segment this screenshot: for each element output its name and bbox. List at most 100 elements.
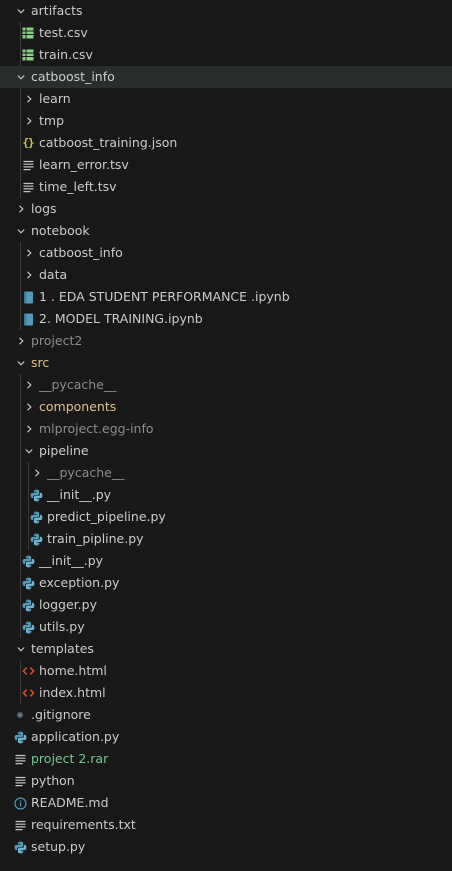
indent-guide [20, 88, 21, 110]
chevron-right-icon[interactable] [22, 264, 36, 286]
tree-folder-row[interactable]: components [0, 396, 452, 418]
indent-guide [28, 528, 29, 550]
indent-guide [20, 154, 21, 176]
chevron-down-icon[interactable] [14, 638, 28, 660]
file-name: .gitignore [31, 707, 91, 722]
tree-file-row[interactable]: {} catboost_training.json [0, 132, 452, 154]
tree-file-row[interactable]: python [0, 770, 452, 792]
tree-folder-row[interactable]: artifacts [0, 0, 452, 22]
file-name: predict_pipeline.py [47, 509, 166, 524]
tree-file-row[interactable]: __init__.py [0, 484, 452, 506]
chevron-down-icon[interactable] [22, 440, 36, 462]
gitignore-file-icon [13, 704, 27, 726]
python-file-icon [21, 594, 35, 616]
folder-name: project2 [31, 333, 83, 348]
tree-folder-row[interactable]: notebook [0, 220, 452, 242]
indent-guide [20, 506, 21, 528]
chevron-right-icon[interactable] [14, 198, 28, 220]
tree-folder-row[interactable]: templates [0, 638, 452, 660]
tree-file-row[interactable]: test.csv [0, 22, 452, 44]
indent-guide [20, 572, 21, 594]
file-name: catboost_training.json [39, 135, 178, 150]
file-name: 1 . EDA STUDENT PERFORMANCE .ipynb [39, 289, 290, 304]
file-name: __init__.py [39, 553, 104, 568]
file-name: train_pipline.py [47, 531, 144, 546]
tree-file-row[interactable]: home.html [0, 660, 452, 682]
tree-file-row[interactable]: .gitignore [0, 704, 452, 726]
json-file-icon: {} [22, 136, 34, 149]
chevron-right-icon[interactable] [22, 88, 36, 110]
tree-file-row[interactable]: application.py [0, 726, 452, 748]
tree-file-row[interactable]: setup.py [0, 836, 452, 858]
chevron-right-icon[interactable] [22, 418, 36, 440]
chevron-right-icon[interactable] [14, 330, 28, 352]
chevron-right-icon[interactable] [22, 110, 36, 132]
tree-folder-row[interactable]: __pycache__ [0, 462, 452, 484]
chevron-down-icon[interactable] [14, 352, 28, 374]
tree-file-row[interactable]: __init__.py [0, 550, 452, 572]
tree-folder-row[interactable]: logs [0, 198, 452, 220]
tree-file-row[interactable]: train_pipline.py [0, 528, 452, 550]
indent-guide [20, 550, 21, 572]
tree-folder-row[interactable]: learn [0, 88, 452, 110]
csv-file-icon [21, 22, 35, 44]
chevron-right-icon[interactable] [30, 462, 44, 484]
indent-guide [20, 594, 21, 616]
tree-folder-row[interactable]: data [0, 264, 452, 286]
indent-guide [20, 440, 21, 462]
readme-info-icon [13, 792, 27, 814]
indent-guide [20, 44, 21, 66]
tree-file-row[interactable]: logger.py [0, 594, 452, 616]
tree-file-row[interactable]: README.md [0, 792, 452, 814]
tree-file-row[interactable]: train.csv [0, 44, 452, 66]
indent-guide [20, 462, 21, 484]
text-file-icon [21, 176, 35, 198]
folder-name: notebook [31, 223, 90, 238]
chevron-right-icon[interactable] [22, 242, 36, 264]
tree-file-row[interactable]: 1 . EDA STUDENT PERFORMANCE .ipynb [0, 286, 452, 308]
tree-file-row[interactable]: utils.py [0, 616, 452, 638]
tree-file-row[interactable]: predict_pipeline.py [0, 506, 452, 528]
tree-folder-row[interactable]: mlproject.egg-info [0, 418, 452, 440]
tree-folder-row[interactable]: catboost_info [0, 66, 452, 88]
chevron-down-icon[interactable] [14, 0, 28, 22]
python-file-icon [21, 550, 35, 572]
tree-folder-row[interactable]: tmp [0, 110, 452, 132]
chevron-down-icon[interactable] [14, 220, 28, 242]
tree-file-row[interactable]: 2. MODEL TRAINING.ipynb [0, 308, 452, 330]
python-file-icon [29, 484, 43, 506]
tree-folder-row[interactable]: __pycache__ [0, 374, 452, 396]
tree-file-row[interactable]: project 2.rar [0, 748, 452, 770]
tree-file-row[interactable]: time_left.tsv [0, 176, 452, 198]
tree-folder-row[interactable]: catboost_info [0, 242, 452, 264]
folder-name: src [31, 355, 50, 370]
tree-folder-row[interactable]: src [0, 352, 452, 374]
file-name: index.html [39, 685, 106, 700]
folder-name: templates [31, 641, 94, 656]
tree-file-row[interactable]: exception.py [0, 572, 452, 594]
file-name: project 2.rar [31, 751, 109, 766]
tree-file-row[interactable]: requirements.txt [0, 814, 452, 836]
tree-file-row[interactable]: learn_error.tsv [0, 154, 452, 176]
folder-name: components [39, 399, 117, 414]
tree-folder-row[interactable]: project2 [0, 330, 452, 352]
folder-name: mlproject.egg-info [39, 421, 154, 436]
tree-file-row[interactable]: index.html [0, 682, 452, 704]
folder-name: pipeline [39, 443, 89, 458]
file-name: exception.py [39, 575, 120, 590]
folder-name: __pycache__ [47, 465, 125, 480]
folder-name: __pycache__ [39, 377, 117, 392]
chevron-down-icon[interactable] [14, 66, 28, 88]
file-name: setup.py [31, 839, 86, 854]
chevron-right-icon[interactable] [22, 374, 36, 396]
indent-guide [20, 308, 21, 330]
tree-folder-row[interactable]: pipeline [0, 440, 452, 462]
python-file-icon [21, 572, 35, 594]
file-name: learn_error.tsv [39, 157, 129, 172]
file-name: train.csv [39, 47, 93, 62]
chevron-right-icon[interactable] [22, 396, 36, 418]
indent-guide [20, 396, 21, 418]
text-file-icon [13, 814, 27, 836]
